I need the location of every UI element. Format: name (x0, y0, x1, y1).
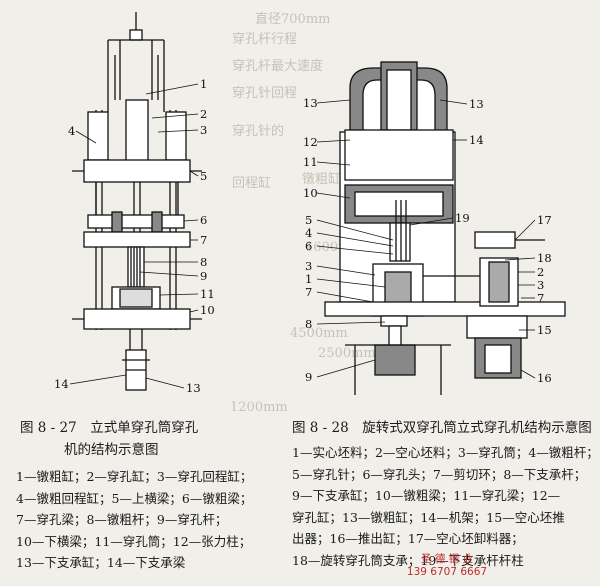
right-press-diagram: 13 13 12 14 11 10 5 4 6 3 1 7 8 9 19 17 … (303, 61, 566, 395)
callout-label: 8 (305, 317, 312, 331)
legend-line: 出器；16—推出缸；17—空心坯卸料器； (292, 531, 524, 546)
callout-label: 14 (469, 133, 484, 147)
bleed-text: 穿孔杆最大速度 (232, 59, 324, 74)
callout-label: 18 (537, 251, 552, 265)
callout-label: 2 (537, 265, 544, 279)
callout-label: 6 (305, 239, 312, 253)
contact-stamp: 圣 德 钢 业 139 6707 6667 (387, 553, 507, 579)
legend-line: 穿孔缸；13—镦粗缸；14—机架；15—空心坯推 (292, 509, 565, 525)
legend-line: 1—实心坯料；2—空心坯料；3—穿孔筒；4—镦粗杆； (292, 445, 599, 460)
bleed-text: 直径700mm (255, 12, 331, 27)
legend-line: 18—旋转穿孔筒支承；19—下支承杆杆柱 (292, 552, 524, 568)
callout-label: 7 (537, 291, 544, 305)
stamp-company: 圣 德 钢 业 (420, 553, 473, 565)
callout-label: 5 (200, 169, 207, 183)
callout-label: 2 (200, 107, 207, 121)
bleed-text: 回程缸 (232, 176, 272, 191)
callout-label: 9 (305, 370, 312, 384)
left-press-diagram: 1 2 3 4 5 6 7 8 9 11 10 14 13 (54, 12, 215, 395)
callout-label: 13 (303, 96, 318, 110)
callout-label: 3 (305, 259, 312, 273)
callout-label: 1 (200, 77, 207, 91)
bleed-text: 穿孔杆行程 (232, 32, 298, 47)
callout-label: 4 (68, 124, 75, 138)
callout-label: 16 (537, 371, 552, 385)
callout-label: 4 (305, 226, 312, 240)
callout-label: 1 (305, 272, 312, 286)
callout-label: 7 (305, 285, 312, 299)
callout-label: 5 (305, 213, 312, 227)
callout-label: 17 (537, 213, 552, 227)
stamp-phone: 139 6707 6667 (406, 566, 488, 578)
callout-label: 7 (200, 233, 207, 247)
callout-label: 11 (303, 155, 318, 169)
bleed-text: 2500mm (318, 346, 376, 361)
legend-line: 1—镦粗缸；2—穿孔缸；3—穿孔回程缸； (16, 469, 253, 484)
figure-caption-left: 图 8 - 27 立式单穿孔筒穿孔 (20, 420, 199, 436)
bleed-text: 4500mm (290, 326, 348, 341)
callout-label: 13 (186, 381, 201, 395)
legend-line: 4—镦粗回程缸；5—上横梁；6—镦粗梁； (16, 490, 253, 506)
legend-line: 10—下横梁；11—穿孔筒；12—张力柱； (16, 533, 252, 549)
figure-caption-right: 图 8 - 28 旋转式双穿孔筒立式穿孔机结构示意图 (292, 420, 592, 436)
callout-label: 3 (200, 123, 207, 137)
legend-line: 13—下支承缸；14—下支承梁 (16, 555, 186, 570)
callout-label: 15 (537, 323, 552, 337)
figure-caption-left-line2: 机的结构示意图 (64, 442, 159, 458)
legend-left: 1—镦粗缸；2—穿孔缸；3—穿孔回程缸； 4—镦粗回程缸；5—上横梁；6—镦粗梁… (16, 466, 252, 574)
callout-label: 6 (200, 213, 207, 227)
legend-line: 7—穿孔梁；8—镦粗杆；9—穿孔杆； (16, 512, 228, 527)
callout-label: 19 (455, 211, 470, 225)
legend-line: 9—下支承缸；10—镦粗梁；11—穿孔梁；12— (292, 488, 561, 503)
callout-label: 12 (303, 135, 318, 149)
legend-right: 1—实心坯料；2—空心坯料；3—穿孔筒；4—镦粗杆； 5—穿孔针；6—穿孔头；7… (292, 442, 599, 571)
callout-label: 13 (469, 97, 484, 111)
bleed-text: 穿孔针回程 (232, 86, 298, 101)
callout-label: 10 (200, 303, 215, 317)
callout-label: 14 (54, 377, 69, 391)
callout-label: 8 (200, 255, 207, 269)
callout-label: 3 (537, 278, 544, 292)
callout-label: 10 (303, 186, 318, 200)
bleed-text: 穿孔针的 (232, 124, 285, 139)
callout-label: 9 (200, 269, 207, 283)
bleed-text: 1200mm (230, 400, 288, 415)
legend-line: 5—穿孔针；6—穿孔头；7—剪切环；8—下支承杆； (292, 466, 587, 482)
callout-label: 11 (200, 287, 215, 301)
